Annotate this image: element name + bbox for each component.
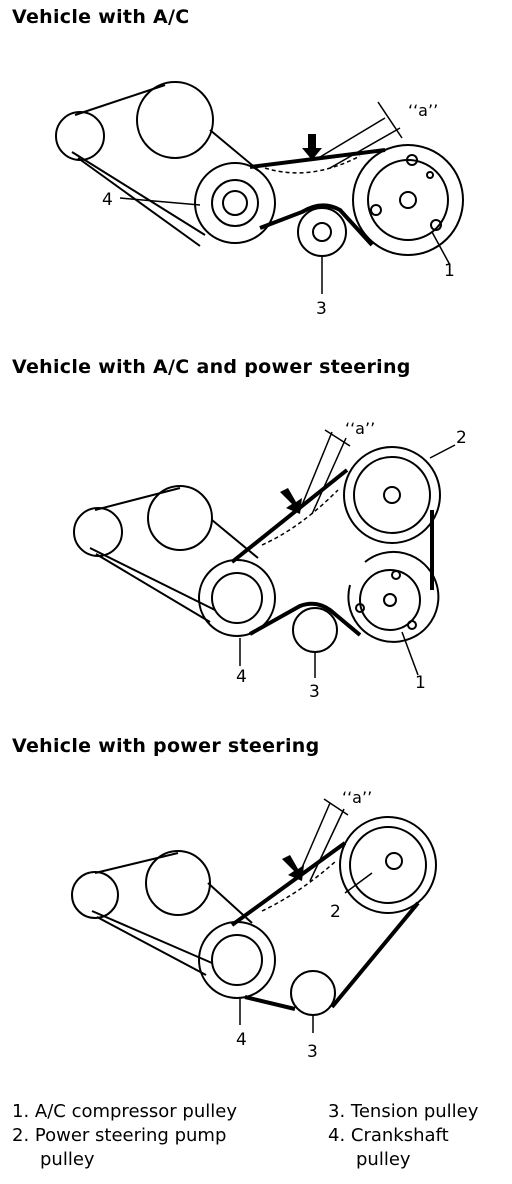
- ac-compressor-pulley: [347, 550, 440, 643]
- legend-item-1: 1. A/C compressor pulley: [12, 1101, 237, 1122]
- title-vehicle-with-ac: Vehicle with A/C: [12, 6, 190, 28]
- diagram-ac: ‘‘a’’ 4 1 3: [55, 81, 464, 319]
- tension-pulley: [297, 207, 347, 257]
- water-pump-pulley-large: [136, 81, 214, 159]
- power-steering-pump-pulley: [343, 446, 441, 544]
- diagram-ps: ‘‘a’’ 2 4 3: [71, 788, 437, 1062]
- legend-left: 1. A/C compressor pulley 2. Power steeri…: [12, 1100, 237, 1172]
- belt-deflection-dashed: [261, 489, 339, 546]
- callout-3: 3: [316, 299, 327, 319]
- diagram-ac-ps: ‘‘a’’ 2 4 1 3: [73, 419, 467, 702]
- legend-item-3: 3. Tension pulley: [328, 1101, 479, 1122]
- callout-2: 2: [330, 902, 341, 922]
- callout-4: 4: [236, 667, 247, 687]
- legend-item-2-cont: pulley: [40, 1149, 95, 1170]
- label-a: ‘‘a’’: [342, 788, 372, 807]
- belt-deflection-dashed: [261, 860, 337, 912]
- drive-belt: [249, 148, 386, 247]
- callout-4: 4: [102, 190, 113, 210]
- water-pump-pulley-small: [71, 871, 119, 919]
- tension-pulley: [290, 970, 336, 1016]
- tension-pulley: [292, 607, 338, 653]
- power-steering-pump-pulley: [339, 816, 437, 914]
- callout-4: 4: [236, 1030, 247, 1050]
- legend-item-4-cont: pulley: [356, 1149, 411, 1170]
- title-vehicle-with-ac-and-power-steering: Vehicle with A/C and power steering: [12, 356, 411, 378]
- deflection-arrow-icon: [302, 134, 322, 160]
- drive-belt: [230, 468, 434, 637]
- water-pump-pulley-small: [55, 111, 105, 161]
- label-a: ‘‘a’’: [408, 101, 438, 120]
- water-pump-pulley-large: [147, 485, 213, 551]
- left-belt: [71, 84, 259, 247]
- callout-1: 1: [444, 261, 455, 281]
- title-vehicle-with-power-steering: Vehicle with power steering: [12, 735, 320, 757]
- callout-3: 3: [307, 1042, 318, 1062]
- callout-3: 3: [309, 682, 320, 702]
- deflection-arrow-icon: [282, 855, 304, 881]
- water-pump-pulley-large: [145, 850, 211, 916]
- legend-item-4: 4. Crankshaft: [328, 1125, 449, 1146]
- belt-deflection-dashed: [264, 155, 361, 174]
- water-pump-pulley-small: [73, 507, 123, 557]
- callout-2: 2: [456, 428, 467, 448]
- callout-1: 1: [415, 673, 426, 693]
- crankshaft-pulley: [194, 162, 276, 244]
- deflection-arrow-icon: [280, 488, 302, 514]
- legend-right: 3. Tension pulley 4. Crankshaft pulley: [328, 1100, 478, 1172]
- label-a: ‘‘a’’: [345, 419, 375, 438]
- legend-item-2: 2. Power steering pump: [12, 1125, 227, 1146]
- left-belt: [91, 852, 253, 976]
- drive-belt: [230, 841, 420, 1011]
- ac-compressor-pulley: [352, 144, 464, 256]
- left-belt: [89, 487, 259, 623]
- crankshaft-pulley: [198, 921, 276, 999]
